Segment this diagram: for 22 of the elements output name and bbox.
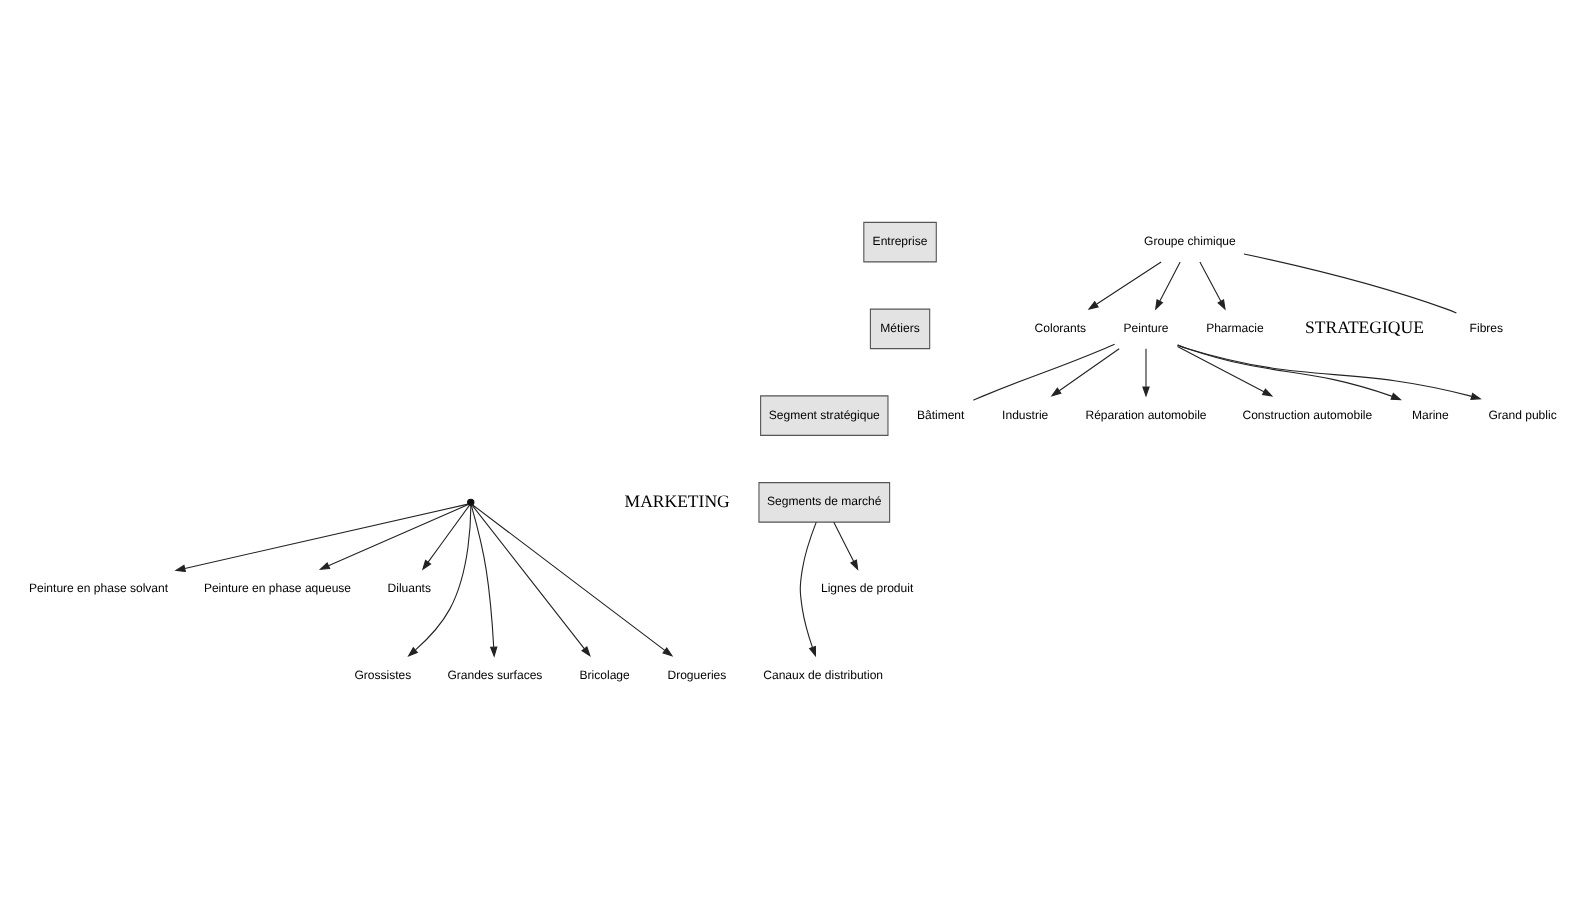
- label: STRATEGIQUE: [1305, 316, 1424, 337]
- arrow: [1142, 347, 1150, 397]
- arrow: [470, 503, 498, 657]
- arrow: [833, 520, 859, 570]
- arrow: [471, 503, 591, 657]
- arrow: [1176, 344, 1274, 396]
- connector: [1243, 252, 1457, 313]
- arrow: [1199, 260, 1226, 310]
- node-circle: [467, 497, 475, 506]
- arrow: [1154, 260, 1181, 310]
- arrow: [1177, 343, 1402, 400]
- arrow: [318, 502, 469, 569]
- arrow: [1087, 260, 1162, 309]
- arrow: [174, 502, 469, 572]
- arrow: [799, 520, 817, 657]
- arrow: [472, 503, 674, 656]
- arrow: [421, 504, 470, 570]
- arrow: [407, 504, 472, 656]
- arrow: [1177, 343, 1482, 399]
- label: MARKETING: [624, 489, 730, 510]
- arrow: [1050, 347, 1120, 396]
- connector: [972, 342, 1116, 400]
